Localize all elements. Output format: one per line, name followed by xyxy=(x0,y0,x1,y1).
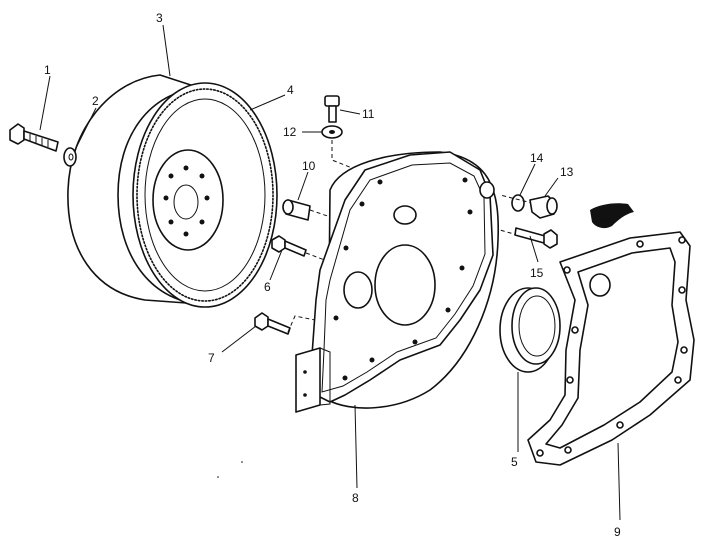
ring-gear xyxy=(136,88,274,302)
gasket-9 xyxy=(527,231,695,466)
flywheel-housing xyxy=(295,151,500,413)
callout-4: 4 xyxy=(287,83,294,97)
capscrew-6 xyxy=(271,235,307,257)
callout-5: 5 xyxy=(511,455,518,469)
flywheel xyxy=(67,74,278,308)
rear-seal-5 xyxy=(499,287,561,373)
callout-6: 6 xyxy=(264,280,271,294)
callout-11: 11 xyxy=(362,107,375,121)
dowel-10 xyxy=(282,199,311,221)
leader-lines xyxy=(39,24,621,521)
screw-11 xyxy=(324,95,340,123)
callout-15: 15 xyxy=(530,266,544,280)
capscrew-1 xyxy=(9,123,59,152)
callout-14: 14 xyxy=(530,151,544,165)
callout-2: 2 xyxy=(92,94,99,108)
washer-12 xyxy=(321,125,343,139)
callout-7: 7 xyxy=(208,351,215,365)
callout-13: 13 xyxy=(560,165,574,179)
capscrew-7 xyxy=(254,312,291,335)
callout-1: 1 xyxy=(44,63,51,77)
washer-2 xyxy=(63,147,77,167)
housing-bolt-holes xyxy=(303,177,473,397)
callout-3: 3 xyxy=(156,11,163,25)
hub-bolt-holes xyxy=(163,165,210,237)
gasket-bolt-holes xyxy=(536,236,688,457)
callout-12: 12 xyxy=(283,125,297,139)
capscrew-15 xyxy=(514,227,558,249)
plug-13 xyxy=(529,195,558,219)
callout-9: 9 xyxy=(614,525,621,539)
callout-10: 10 xyxy=(302,159,316,173)
pointing-hand-icon xyxy=(590,203,634,229)
o-ring-14 xyxy=(511,194,525,212)
housing-bore xyxy=(374,244,436,326)
callout-labels: 1 2 3 4 5 6 7 8 9 10 11 12 13 14 15 xyxy=(44,11,621,539)
callout-8: 8 xyxy=(352,491,359,505)
